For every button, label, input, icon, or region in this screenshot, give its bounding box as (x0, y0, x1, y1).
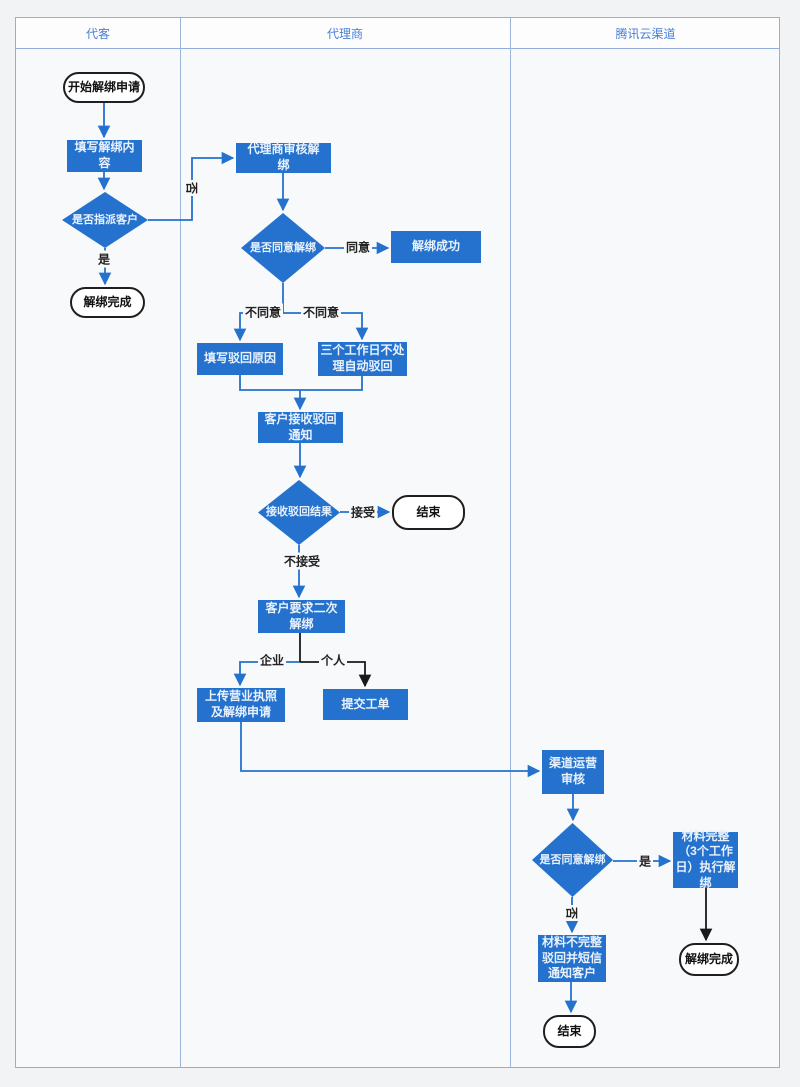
edge-label-disagree-right: 不同意 (300, 303, 342, 321)
unbind-done-customer-node: 解绑完成 (70, 287, 145, 318)
second-unbind-request-node: 客户要求二次解绑 (258, 600, 345, 633)
edge-label-yes-2: 是 (636, 852, 654, 870)
material-complete-node: 材料完整（3个工作日）执行解绑 (673, 829, 738, 890)
edge-label-yes-1: 是 (95, 250, 113, 268)
submit-ticket-node: 提交工单 (323, 689, 408, 720)
edge-label-agree: 同意 (343, 238, 373, 256)
edge-label-disagree-left: 不同意 (242, 303, 284, 321)
unbind-success-node: 解绑成功 (391, 231, 481, 263)
lane-header-customer: 代客 (85, 26, 110, 41)
upload-license-node: 上传营业执照及解绑申请 (197, 688, 285, 722)
lane-header-agent: 代理商 (326, 26, 363, 41)
channel-review-node: 渠道运营审核 (542, 750, 604, 794)
receive-reject-notice-node: 客户接收驳回通知 (258, 412, 343, 443)
edge-label-accept: 接受 (348, 503, 378, 521)
edge-label-no-1: 否 (183, 179, 201, 197)
edge-label-no-2: 否 (563, 904, 581, 922)
fill-reject-reason-node: 填写驳回原因 (197, 343, 283, 375)
agent-review-node: 代理商审核解绑 (236, 142, 331, 173)
material-incomplete-node: 材料不完整驳回并短信通知客户 (538, 935, 606, 982)
lane-divider-1 (180, 18, 181, 1067)
auto-reject-node: 三个工作日不处理自动驳回 (318, 342, 407, 376)
end-channel-node: 结束 (543, 1015, 596, 1048)
end-agent-node: 结束 (392, 495, 465, 530)
flowchart-frame: 代客 代理商 腾讯云渠道 (15, 17, 780, 1068)
edge-label-personal: 个人 (318, 651, 348, 669)
edge-label-enterprise: 企业 (257, 651, 287, 669)
lane-divider-2 (510, 18, 511, 1067)
lane-header-tencent-channel: 腾讯云渠道 (615, 26, 676, 41)
edge-label-not-accept: 不接受 (281, 552, 323, 570)
fill-unbind-content-node: 填写解绑内容 (67, 140, 142, 172)
lane-header-row (16, 18, 779, 49)
start-node: 开始解绑申请 (63, 72, 145, 103)
unbind-done-channel-node: 解绑完成 (679, 943, 739, 976)
